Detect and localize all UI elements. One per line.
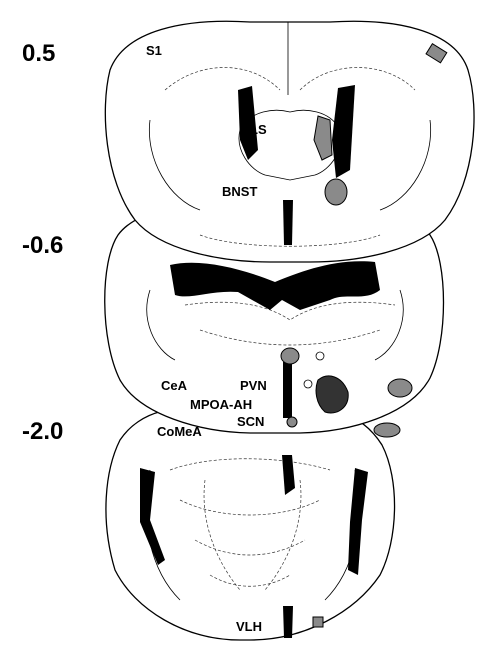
region-label-pvn: PVN — [240, 378, 267, 393]
scn-highlight — [287, 417, 297, 427]
vlh-highlight — [313, 617, 323, 627]
section-minus-2.0 — [106, 407, 395, 640]
region-label-comea: CoMeA — [157, 424, 202, 439]
region-label-ls: LS — [250, 122, 267, 137]
comea-highlight — [374, 423, 400, 437]
cea-highlight — [388, 379, 412, 397]
pvn-highlight — [281, 348, 299, 364]
bnst-highlight — [325, 179, 347, 205]
region-label-scn: SCN — [237, 414, 264, 429]
region-label-cea: CeA — [161, 378, 188, 393]
region-label-bnst: BNST — [222, 184, 257, 199]
region-label-s1: S1 — [146, 43, 162, 58]
region-label-vlh: VLH — [236, 619, 262, 634]
region-label-mpoa-ah: MPOA-AH — [190, 397, 252, 412]
